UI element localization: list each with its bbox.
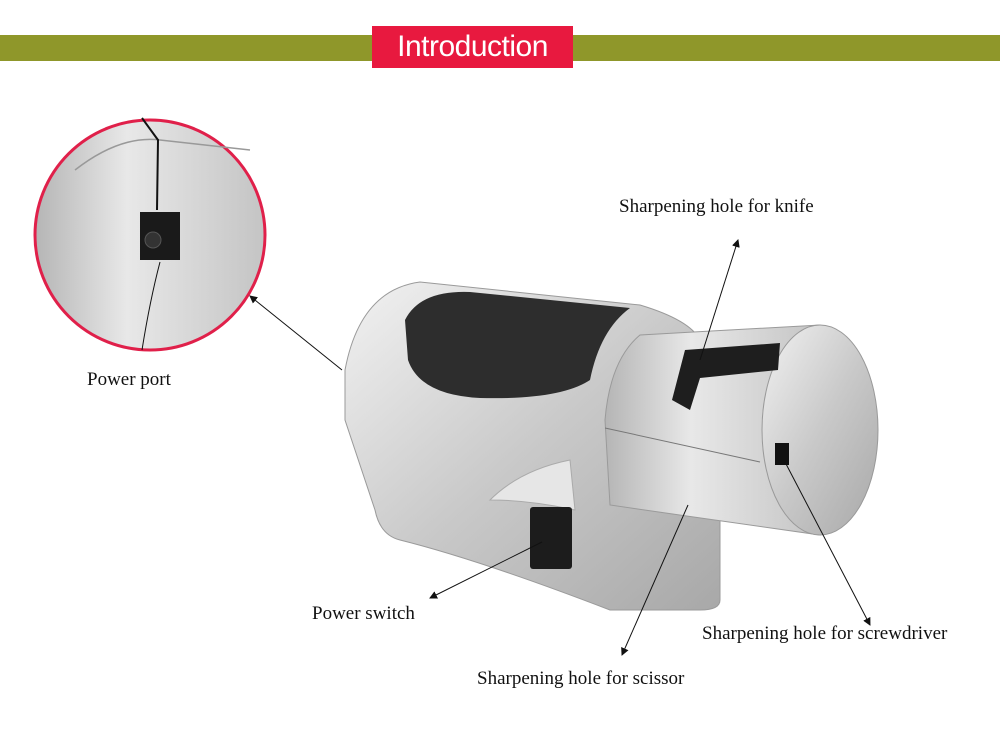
screwdriver-hole-label: Sharpening hole for screwdriver <box>702 623 948 644</box>
power-switch-icon <box>530 507 572 569</box>
power-port-closeup <box>33 117 267 352</box>
scissor-hole-arrow <box>621 504 689 656</box>
power-port-label: Power port <box>87 369 171 390</box>
power-switch-label: Power switch <box>312 603 415 624</box>
power-switch-arrow <box>429 541 543 599</box>
screwdriver-hole-arrow <box>784 461 871 626</box>
sharpener-body <box>344 281 879 611</box>
knife-hole-arrow <box>699 239 740 361</box>
page-title: Introduction <box>372 26 573 68</box>
power-port-arrow <box>249 295 343 371</box>
knife-hole-label: Sharpening hole for knife <box>619 196 814 217</box>
scissor-hole-label: Sharpening hole for scissor <box>477 668 685 689</box>
